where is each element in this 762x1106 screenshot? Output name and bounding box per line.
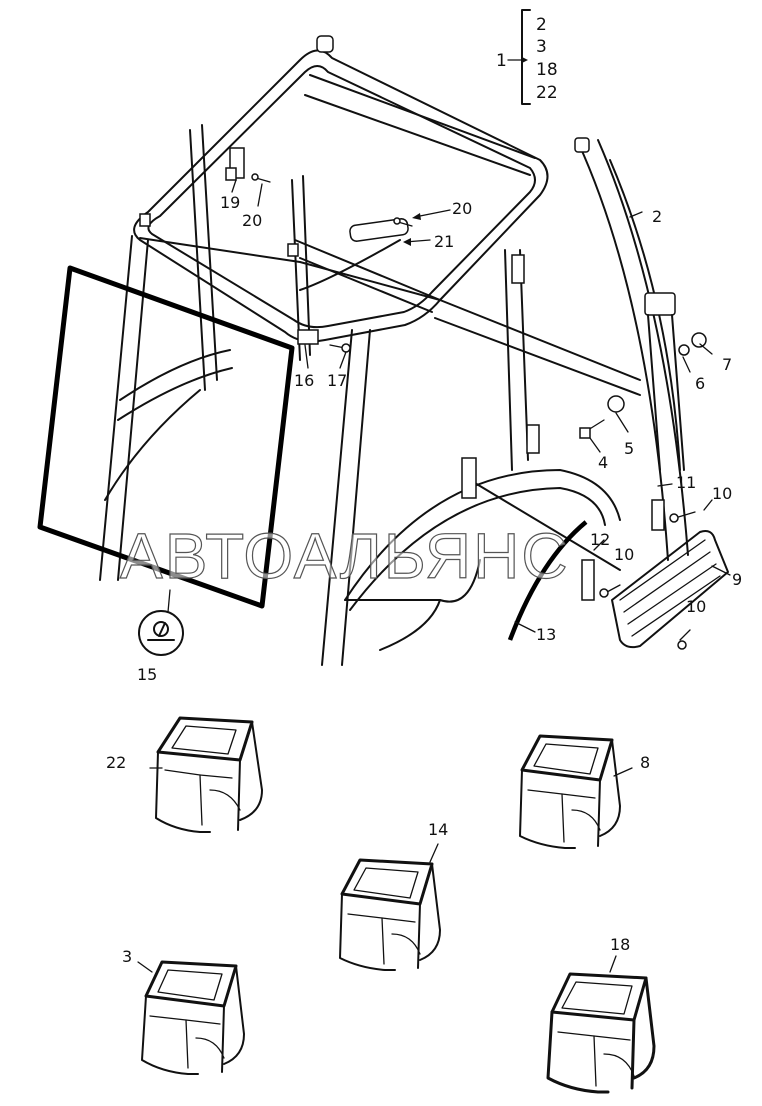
- callout-7: 7: [722, 355, 732, 374]
- hardware-parts: [225, 147, 707, 650]
- callout-12: 12: [590, 530, 610, 549]
- callout-20a: 20: [242, 211, 262, 230]
- group-parent-label: 1: [496, 51, 507, 71]
- group-member-label: 22: [536, 83, 558, 103]
- callout-11: 11: [676, 473, 696, 492]
- cab-variant-8: 8: [519, 734, 650, 849]
- callout-10c: 10: [686, 597, 706, 616]
- variant-label-18: 18: [610, 935, 630, 954]
- variant-label-22: 22: [106, 753, 126, 772]
- watermark-text: АВТОАЛЬЯНС: [120, 520, 570, 592]
- callout-20b: 20: [452, 199, 472, 218]
- callout-5: 5: [624, 439, 634, 458]
- group-member-label: 3: [536, 37, 547, 57]
- windscreen-glass: [37, 265, 295, 609]
- callout-10a: 10: [712, 484, 732, 503]
- callout-16: 16: [294, 371, 314, 390]
- part-callouts: 1 2 3 18 22 2 7 6 5 4 11 10 9 12 10 10 1…: [137, 9, 742, 684]
- callout-21: 21: [434, 232, 454, 251]
- callout-9: 9: [732, 570, 742, 589]
- callout-15: 15: [137, 665, 157, 684]
- callout-17: 17: [327, 371, 347, 390]
- callout-19: 19: [220, 193, 240, 212]
- callout-4: 4: [598, 453, 608, 472]
- callout-10b: 10: [614, 545, 634, 564]
- variant-label-8: 8: [640, 753, 650, 772]
- emblem-decal: [138, 589, 184, 656]
- variant-label-3: 3: [122, 947, 132, 966]
- callout-2: 2: [652, 207, 662, 226]
- cab-variant-14: 14: [339, 820, 448, 971]
- leader-lines: [231, 57, 731, 633]
- callout-13: 13: [536, 625, 556, 644]
- cab-variant-18: 18: [546, 935, 656, 1094]
- cab-variant-22: 22: [106, 716, 263, 833]
- cab-variants: 22 8 14: [106, 716, 656, 1094]
- group-member-label: 18: [536, 60, 558, 80]
- group-member-label: 2: [536, 15, 547, 35]
- grille-panel: [611, 530, 729, 649]
- variant-label-14: 14: [428, 820, 448, 839]
- cab-variant-3: 3: [122, 947, 245, 1075]
- callout-6: 6: [695, 374, 705, 393]
